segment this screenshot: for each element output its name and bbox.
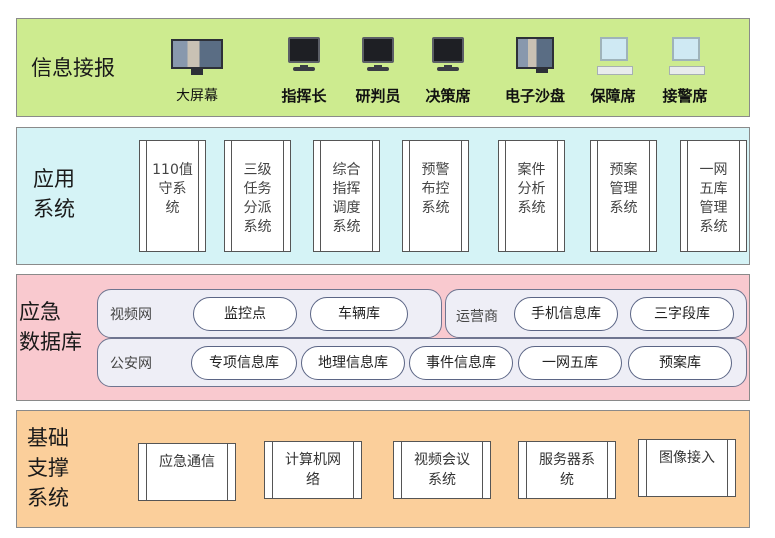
system-box-plan-management: 预案管理系统	[590, 140, 657, 252]
terminal-label: 大屏幕	[176, 88, 218, 104]
db-item-vehicle-db: 车辆库	[310, 297, 408, 331]
info-reporting-layer: 信息接报 大屏幕 指挥长 研判员 决策席 电子沙盘 保障席 接警席	[16, 18, 750, 117]
terminal-big-screen: 大屏幕	[162, 31, 232, 105]
terminal-label: 保障席	[590, 87, 636, 105]
db-item-event-info: 事件信息库	[409, 346, 513, 380]
support-box-network: 计算机网络	[264, 441, 362, 499]
db-item-monitor-points: 监控点	[193, 297, 297, 331]
support-box-communication: 应急通信	[138, 443, 236, 501]
system-box-early-warning: 预警布控系统	[402, 140, 469, 252]
support-box-server: 服务器系统	[518, 441, 616, 499]
video-wall-icon	[171, 39, 223, 75]
terminal-commander: 指挥长	[269, 31, 339, 106]
monitor-icon	[343, 31, 413, 79]
system-box-case-analysis: 案件分析系统	[498, 140, 565, 252]
computer-icon	[650, 31, 720, 79]
group-label: 视频网	[110, 307, 152, 323]
system-label: 预警布控系统	[421, 162, 450, 216]
application-systems-layer: 应用 系统 110值守系统 三级任务分派系统 综合指挥调度系统 预警布控系统 案…	[16, 127, 750, 265]
support-label: 应急通信	[159, 454, 215, 470]
support-label: 服务器系统	[539, 452, 595, 488]
terminal-label: 研判员	[355, 87, 401, 105]
terminal-label: 接警席	[662, 87, 708, 105]
db-item-special-info: 专项信息库	[191, 346, 297, 380]
foundation-support-layer: 基础 支撑 系统 应急通信 计算机网络 视频会议系统 服务器系统 图像接入	[16, 410, 750, 528]
support-box-video-conference: 视频会议系统	[393, 441, 491, 499]
terminal-analyst: 研判员	[343, 31, 413, 106]
monitor-icon	[269, 31, 339, 79]
terminal-support-seat: 保障席	[578, 31, 648, 106]
db-item-geo-info: 地理信息库	[301, 346, 405, 380]
display-screen-icon	[516, 37, 554, 73]
monitor-icon	[413, 31, 483, 79]
carrier-group: 运营商 手机信息库 三字段库	[445, 289, 747, 338]
info-layer-title: 信息接报	[31, 56, 115, 80]
db-item-phone-info: 手机信息库	[514, 297, 618, 331]
terminal-decision-seat: 决策席	[413, 31, 483, 106]
emergency-database-layer: 应急 数据库 视频网 监控点 车辆库 运营商 手机信息库 三字段库 公安网 专项…	[16, 274, 750, 401]
support-label: 计算机网络	[285, 452, 341, 488]
db-item-one-net-five-db: 一网五库	[518, 346, 622, 380]
support-label: 视频会议系统	[414, 452, 470, 488]
system-label: 综合指挥调度系统	[332, 162, 361, 235]
apps-layer-title: 应用 系统	[33, 167, 75, 221]
system-label: 案件分析系统	[517, 162, 546, 216]
db-layer-title: 应急 数据库	[19, 300, 82, 354]
system-label: 一网五库管理系统	[699, 162, 728, 235]
terminal-label: 指挥长	[281, 87, 327, 105]
db-item-three-field: 三字段库	[630, 297, 734, 331]
system-box-one-net-five-db: 一网五库管理系统	[680, 140, 747, 252]
system-box-command-dispatch: 综合指挥调度系统	[313, 140, 380, 252]
terminal-alarm-seat: 接警席	[650, 31, 720, 106]
support-box-image-access: 图像接入	[638, 439, 736, 497]
system-label: 预案管理系统	[609, 162, 638, 216]
terminal-electronic-sandbox: 电子沙盘	[500, 31, 570, 106]
system-box-task-dispatch: 三级任务分派系统	[224, 140, 291, 252]
system-label: 三级任务分派系统	[243, 162, 272, 235]
terminal-label: 电子沙盘	[504, 87, 565, 105]
group-label: 运营商	[456, 309, 498, 325]
terminal-label: 决策席	[425, 87, 471, 105]
computer-icon	[578, 31, 648, 79]
support-label: 图像接入	[659, 450, 715, 466]
police-network-group: 公安网 专项信息库 地理信息库 事件信息库 一网五库 预案库	[97, 338, 747, 387]
db-item-plan-db: 预案库	[628, 346, 732, 380]
video-network-group: 视频网 监控点 车辆库	[97, 289, 442, 338]
group-label: 公安网	[110, 356, 152, 372]
system-box-110: 110值守系统	[139, 140, 206, 252]
support-layer-title: 基础 支撑 系统	[27, 426, 69, 510]
system-label: 110值守系统	[152, 162, 193, 216]
